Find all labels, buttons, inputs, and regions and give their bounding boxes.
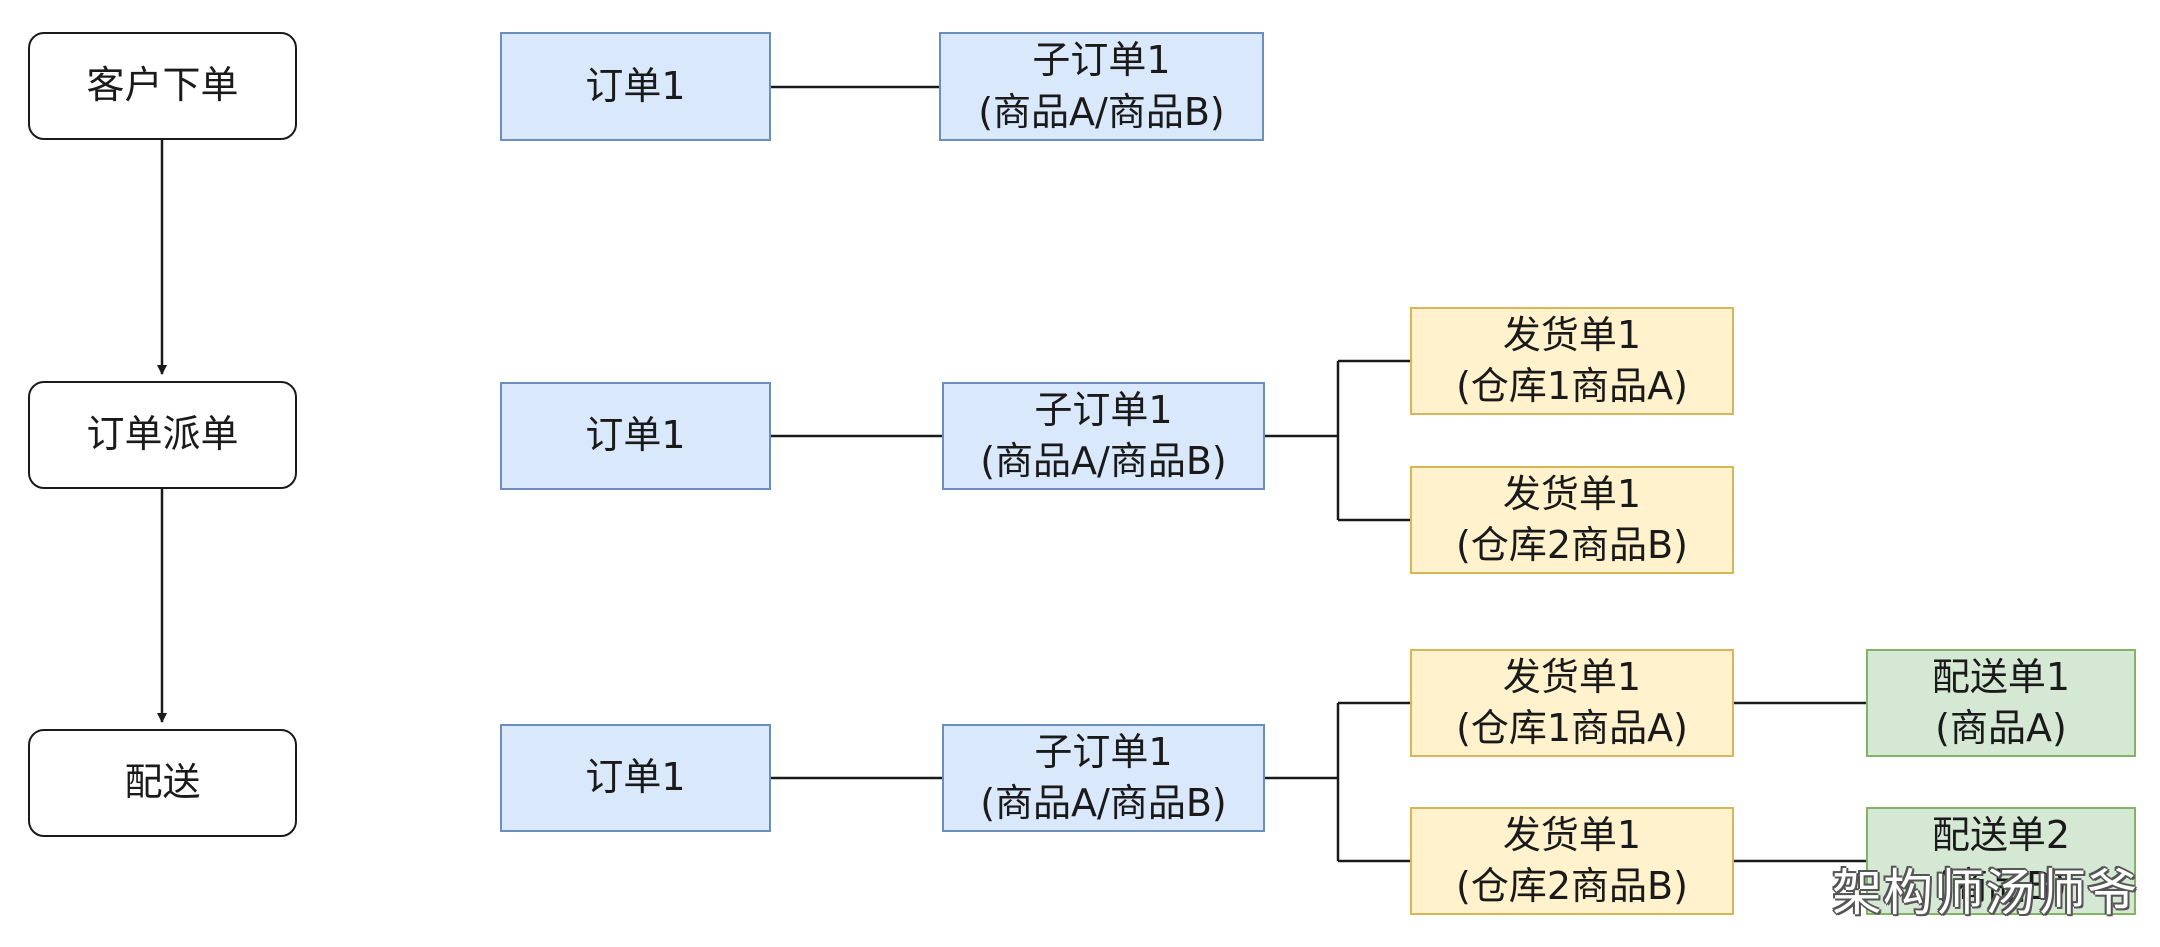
order-label: 订单1 xyxy=(585,755,686,800)
flow-step-delivery: 配送 xyxy=(28,729,297,837)
shipment-detail: (仓库2商品B) xyxy=(1456,523,1688,567)
flow-step-label: 配送 xyxy=(124,760,201,805)
sub-order-detail: (商品A/商品B) xyxy=(980,781,1227,825)
row1-order-box: 订单1 xyxy=(500,32,771,141)
delivery-detail: (商品A) xyxy=(1935,706,2067,750)
shipment-title: 发货单1 xyxy=(1502,654,1642,699)
sub-order-detail: (商品A/商品B) xyxy=(978,89,1225,134)
delivery-detail: (商品B) xyxy=(1935,864,2067,908)
row3-shipment-box-2: 发货单1 (仓库2商品B) xyxy=(1410,807,1734,915)
shipment-title: 发货单1 xyxy=(1502,312,1642,357)
delivery-title: 配送单1 xyxy=(1931,654,2071,699)
row3-sub-order-box: 子订单1 (商品A/商品B) xyxy=(942,724,1265,832)
sub-order-title: 子订单1 xyxy=(1034,729,1173,774)
flow-step-label: 订单派单 xyxy=(86,412,239,457)
row2-suborder-branch-line xyxy=(1265,359,1410,522)
row3-delivery-box-2: 配送单2 (商品B) xyxy=(1866,807,2136,915)
sub-order-title: 子订单1 xyxy=(1034,387,1173,432)
row3-delivery-box-1: 配送单1 (商品A) xyxy=(1866,649,2136,757)
row3-shipment-box-1: 发货单1 (仓库1商品A) xyxy=(1410,649,1734,757)
shipment-detail: (仓库2商品B) xyxy=(1456,864,1688,908)
order-label: 订单1 xyxy=(585,63,686,108)
row1-sub-order-box: 子订单1 (商品A/商品B) xyxy=(939,32,1264,141)
row2-sub-order-box: 子订单1 (商品A/商品B) xyxy=(942,382,1265,490)
shipment-detail: (仓库1商品A) xyxy=(1456,706,1688,750)
row2-shipment-box-1: 发货单1 (仓库1商品A) xyxy=(1410,307,1734,415)
order-label: 订单1 xyxy=(585,413,686,458)
delivery-title: 配送单2 xyxy=(1931,812,2071,857)
flow-step-dispatch: 订单派单 xyxy=(28,381,297,489)
shipment-detail: (仓库1商品A) xyxy=(1456,364,1688,408)
flow-step-place-order: 客户下单 xyxy=(28,32,297,140)
sub-order-detail: (商品A/商品B) xyxy=(980,439,1227,483)
row3-suborder-branch-line xyxy=(1265,701,1410,863)
row3-order-box: 订单1 xyxy=(500,724,771,832)
flow-step-label: 客户下单 xyxy=(86,63,239,108)
shipment-title: 发货单1 xyxy=(1502,471,1642,516)
shipment-title: 发货单1 xyxy=(1502,812,1642,857)
sub-order-title: 子订单1 xyxy=(1032,38,1171,83)
watermark-text: 架构师汤师爷 xyxy=(1832,864,2138,922)
row2-shipment-box-2: 发货单1 (仓库2商品B) xyxy=(1410,466,1734,574)
row2-order-box: 订单1 xyxy=(500,382,771,490)
